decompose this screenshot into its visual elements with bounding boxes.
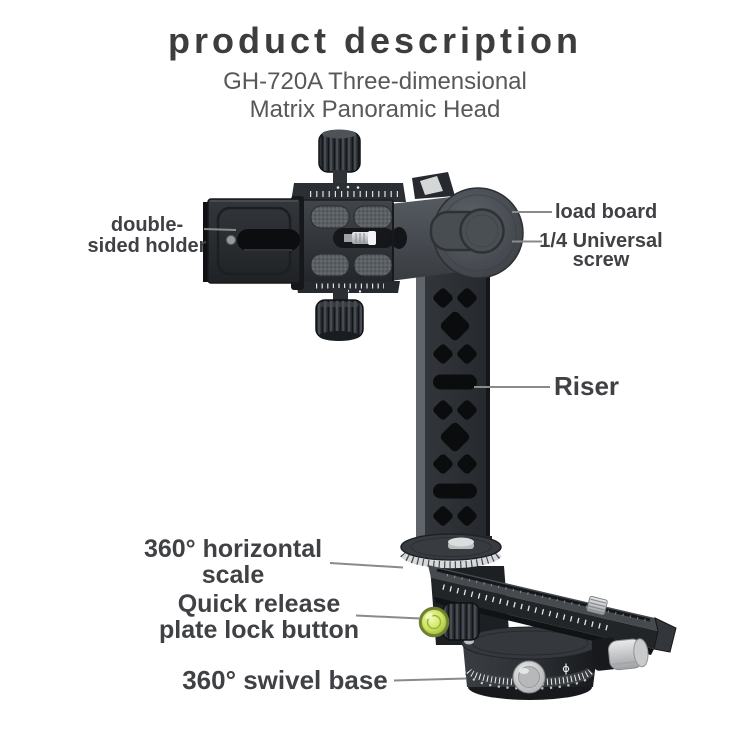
label-universal-screw-line1: 1/4 Universal — [539, 230, 663, 252]
base-lock-knob — [512, 660, 546, 694]
clamp-assembly — [291, 129, 407, 341]
label-double-sided-holder-line2: sided holder — [87, 235, 207, 257]
label-quick-release-lock: Quick release plate lock button — [109, 591, 409, 643]
label-riser: Riser — [554, 371, 620, 401]
quick-release-plate — [203, 198, 301, 284]
grip-pads — [310, 205, 393, 277]
label-universal-screw-line2: screw — [572, 249, 630, 271]
label-universal-screw: 1/4 Universal screw — [451, 230, 750, 271]
label-horizontal-scale-line1: 360° horizontal — [143, 535, 323, 563]
horizontal-scale-disc — [400, 533, 502, 569]
subtitle-line-2: Matrix Panoramic Head — [249, 96, 501, 123]
universal-screw — [344, 231, 376, 245]
page-title: product description — [167, 20, 582, 61]
swivel-base-drum — [461, 626, 599, 700]
riser-column — [416, 268, 490, 548]
label-load-board: load board — [555, 201, 658, 223]
index-mark — [562, 663, 570, 675]
label-double-sided-holder-line1: double- — [110, 214, 184, 236]
subtitle-line-1: GH-720A Three-dimensional — [223, 68, 527, 95]
label-quick-release-lock-line1: Quick release — [177, 590, 341, 618]
leader-quick-release — [355, 614, 421, 620]
leader-horizontal-scale — [329, 562, 404, 569]
top-clamp-knob — [318, 129, 361, 183]
mounting-screw — [586, 595, 608, 616]
leader-lines — [203, 211, 552, 682]
load-board-arm — [390, 172, 524, 281]
bubble-level — [418, 606, 450, 638]
label-double-sided-holder: double- sided holder — [0, 215, 297, 257]
label-horizontal-scale: 360° horizontal scale — [83, 536, 383, 588]
leader-swivel-base — [393, 677, 467, 682]
bottom-clamp-knob — [315, 288, 364, 341]
label-quick-release-lock-line2: plate lock button — [159, 616, 359, 644]
label-swivel-base: 360° swivel base — [182, 665, 388, 695]
side-knob — [591, 637, 649, 671]
leader-double-sided-holder — [203, 228, 237, 231]
label-horizontal-scale-line2: scale — [201, 561, 265, 589]
